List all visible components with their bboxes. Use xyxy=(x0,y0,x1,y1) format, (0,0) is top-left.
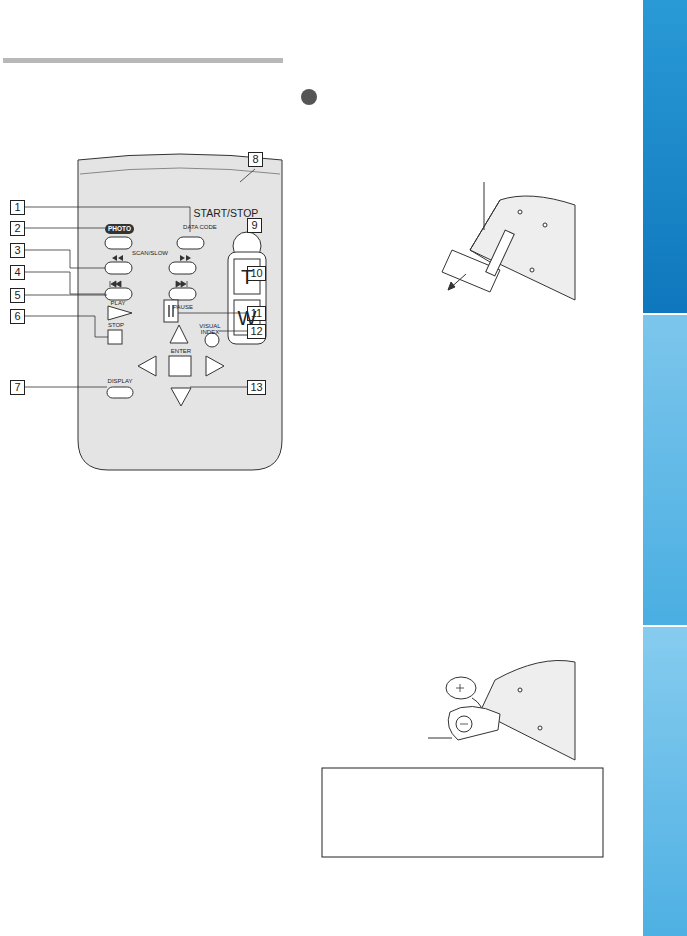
zoom-button: W xyxy=(234,300,260,335)
button-label: SCAN/SLOW xyxy=(132,250,168,256)
note-box xyxy=(322,768,603,857)
callout-box: 4 xyxy=(10,265,25,280)
button-label: PHOTO xyxy=(108,226,131,233)
button-label: START/STOP xyxy=(194,208,259,219)
callout-number: 9 xyxy=(251,220,257,231)
callout-number: 6 xyxy=(14,311,20,322)
button-label: ENTER xyxy=(171,348,191,354)
remote-end-illustration xyxy=(442,182,575,300)
button-label: DISPLAY xyxy=(108,378,133,384)
leader-line xyxy=(25,169,266,387)
callout-number: 5 xyxy=(14,290,20,301)
callout-box: 7 xyxy=(10,380,25,395)
callout-box: 2 xyxy=(10,221,25,236)
zoom-letter: T xyxy=(241,267,253,287)
callout-box: 1 xyxy=(10,200,25,215)
callout-box: 5 xyxy=(10,288,25,303)
button-label: STOP xyxy=(108,322,124,328)
callout-box: 9 xyxy=(247,218,262,233)
callout-number: 4 xyxy=(14,267,20,278)
side-tab xyxy=(643,315,687,625)
callout-number: 8 xyxy=(252,154,258,165)
side-tab xyxy=(643,627,687,936)
button-label: PLAY xyxy=(111,300,126,306)
heading-rule xyxy=(3,58,283,63)
zoom-button: T xyxy=(234,259,260,294)
callout-box: 8 xyxy=(248,152,263,167)
zoom-letter: W xyxy=(238,308,257,328)
note-bullet xyxy=(301,89,317,105)
callout-number: 3 xyxy=(14,245,20,256)
battery-illustration xyxy=(428,660,575,760)
side-tab xyxy=(643,0,687,313)
callout-box: 13 xyxy=(247,380,266,395)
callout-box: 6 xyxy=(10,309,25,324)
callout-number: 13 xyxy=(250,382,262,393)
callout-box: 3 xyxy=(10,243,25,258)
button-label: VISUAL INDEX xyxy=(197,323,223,336)
button-label: PAUSE xyxy=(173,304,193,310)
callout-number: 1 xyxy=(14,202,20,213)
remote-illustration xyxy=(78,154,282,470)
callout-number: 12 xyxy=(250,326,262,337)
callout-number: 7 xyxy=(14,382,20,393)
callout-number: 2 xyxy=(14,223,20,234)
photo-label-oval: PHOTO xyxy=(105,224,134,234)
button-label: DATA CODE xyxy=(183,224,217,230)
